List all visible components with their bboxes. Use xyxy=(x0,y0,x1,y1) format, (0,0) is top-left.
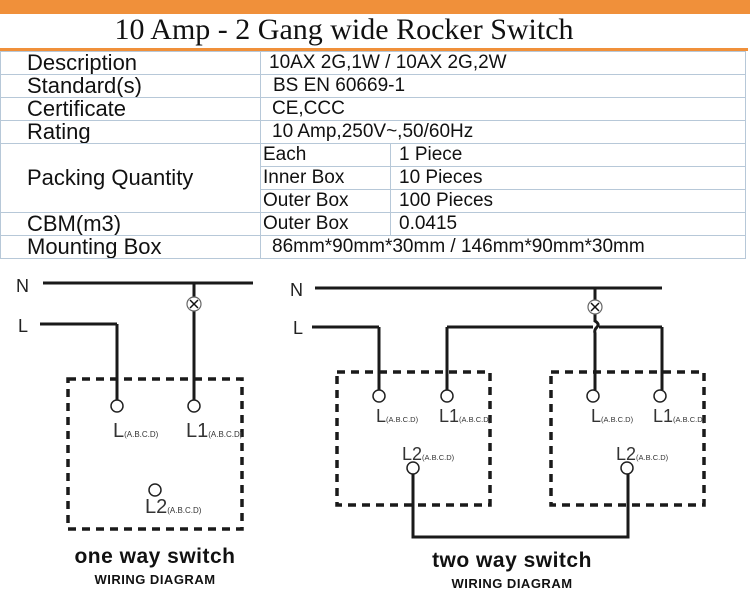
terminal-l2-label: L2(A.B.C.D) xyxy=(145,496,202,518)
terminal-l-label: L(A.B.C.D) xyxy=(113,420,159,442)
spec-label: Rating xyxy=(0,120,261,144)
page-title: 10 Amp - 2 Gang wide Rocker Switch xyxy=(114,13,574,46)
spec-row-cbm: CBM(m3) Outer Box 0.0415 xyxy=(0,212,747,236)
traveler-wire-bottom xyxy=(411,474,630,539)
terminal-l2-label: L2(A.B.C.D) xyxy=(402,444,455,464)
spec-label: Standard(s) xyxy=(0,74,261,98)
switch-box-outline-left xyxy=(335,370,492,507)
terminal-l xyxy=(110,399,124,413)
terminal-l2 xyxy=(148,483,162,497)
terminal-l1 xyxy=(440,389,454,403)
neutral-label: N xyxy=(16,276,29,296)
spec-value: CE,CCC xyxy=(259,97,747,121)
spec-value: 86mm*90mm*30mm / 146mm*90mm*30mm xyxy=(259,235,747,259)
table-accent-border xyxy=(0,48,748,51)
spec-row-packing: Inner Box 10 Pieces xyxy=(1,166,747,190)
spec-label: Description xyxy=(0,51,261,75)
packing-value: 100 Pieces xyxy=(389,189,747,213)
spec-value: 10AX 2G,1W / 10AX 2G,2W xyxy=(259,51,747,75)
spec-row-certificate: Certificate CE,CCC xyxy=(0,97,747,121)
spec-row-packing: Outer Box 100 Pieces xyxy=(1,189,747,213)
one-way-caption-title: one way switch xyxy=(74,545,236,568)
spec-label: Certificate xyxy=(0,97,261,121)
spec-label: CBM(m3) xyxy=(0,212,261,236)
packing-unit: Outer Box xyxy=(260,189,391,213)
spec-row-standards: Standard(s) BS EN 60669-1 xyxy=(0,74,747,98)
switch-box-outline xyxy=(66,377,244,531)
terminal-l1 xyxy=(653,389,667,403)
terminal-l1 xyxy=(187,399,201,413)
terminal-l1-label: L1(A.B.C.D) xyxy=(439,406,492,426)
terminal-l1-label: L1(A.B.C.D) xyxy=(186,420,243,442)
spec-row-packing: Packing Quantity Each 1 Piece xyxy=(0,143,747,213)
packing-value: 10 Pieces xyxy=(389,166,747,190)
lamp-icon xyxy=(587,299,603,315)
top-accent-bar xyxy=(0,0,750,14)
spec-label: Packing Quantity xyxy=(0,143,261,213)
switch-box-outline-right xyxy=(549,370,706,507)
lamp-icon xyxy=(186,296,202,312)
terminal-l xyxy=(586,389,600,403)
spec-label: Mounting Box xyxy=(0,235,261,259)
neutral-label: N xyxy=(290,280,303,300)
two-way-caption-title: two way switch xyxy=(432,549,592,572)
terminal-l1-label: L1(A.B.C.D) xyxy=(653,406,706,426)
terminal-l2-label: L2(A.B.C.D) xyxy=(616,444,669,464)
terminal-l-label: L(A.B.C.D) xyxy=(591,406,634,426)
wire-crossover xyxy=(593,314,600,390)
live-label: L xyxy=(293,318,303,338)
terminal-l xyxy=(372,389,386,403)
terminal-l-label: L(A.B.C.D) xyxy=(376,406,419,426)
spec-value: 10 Amp,250V~,50/60Hz xyxy=(259,120,747,144)
one-way-diagram: N L L(A.B.C.D) L1(A.B.C.D) L2(A.B.C.D) xyxy=(16,276,253,531)
packing-value: 1 Piece xyxy=(389,143,747,167)
one-way-caption-subtitle: WIRING DIAGRAM xyxy=(94,572,216,587)
cbm-unit: Outer Box xyxy=(260,212,391,236)
packing-unit: Inner Box xyxy=(260,166,391,190)
cbm-value: 0.0415 xyxy=(389,212,747,236)
packing-unit: Each xyxy=(260,143,391,167)
wiring-diagrams: N L L(A.B.C.D) L1(A.B.C.D) L2(A.B.C.D) N… xyxy=(16,276,706,539)
spec-value: BS EN 60669-1 xyxy=(259,74,747,98)
live-label: L xyxy=(18,316,28,336)
spec-table: Description 10AX 2G,1W / 10AX 2G,2W Stan… xyxy=(0,51,747,259)
two-way-caption-subtitle: WIRING DIAGRAM xyxy=(451,576,573,591)
spec-row-rating: Rating 10 Amp,250V~,50/60Hz xyxy=(0,120,747,144)
two-way-diagram: N L L(A.B.C.D) L1(A.B.C.D) L2(A.B.C.D) L… xyxy=(290,280,706,539)
spec-row-description: Description 10AX 2G,1W / 10AX 2G,2W xyxy=(0,51,747,75)
spec-row-mounting-box: Mounting Box 86mm*90mm*30mm / 146mm*90mm… xyxy=(0,235,747,259)
